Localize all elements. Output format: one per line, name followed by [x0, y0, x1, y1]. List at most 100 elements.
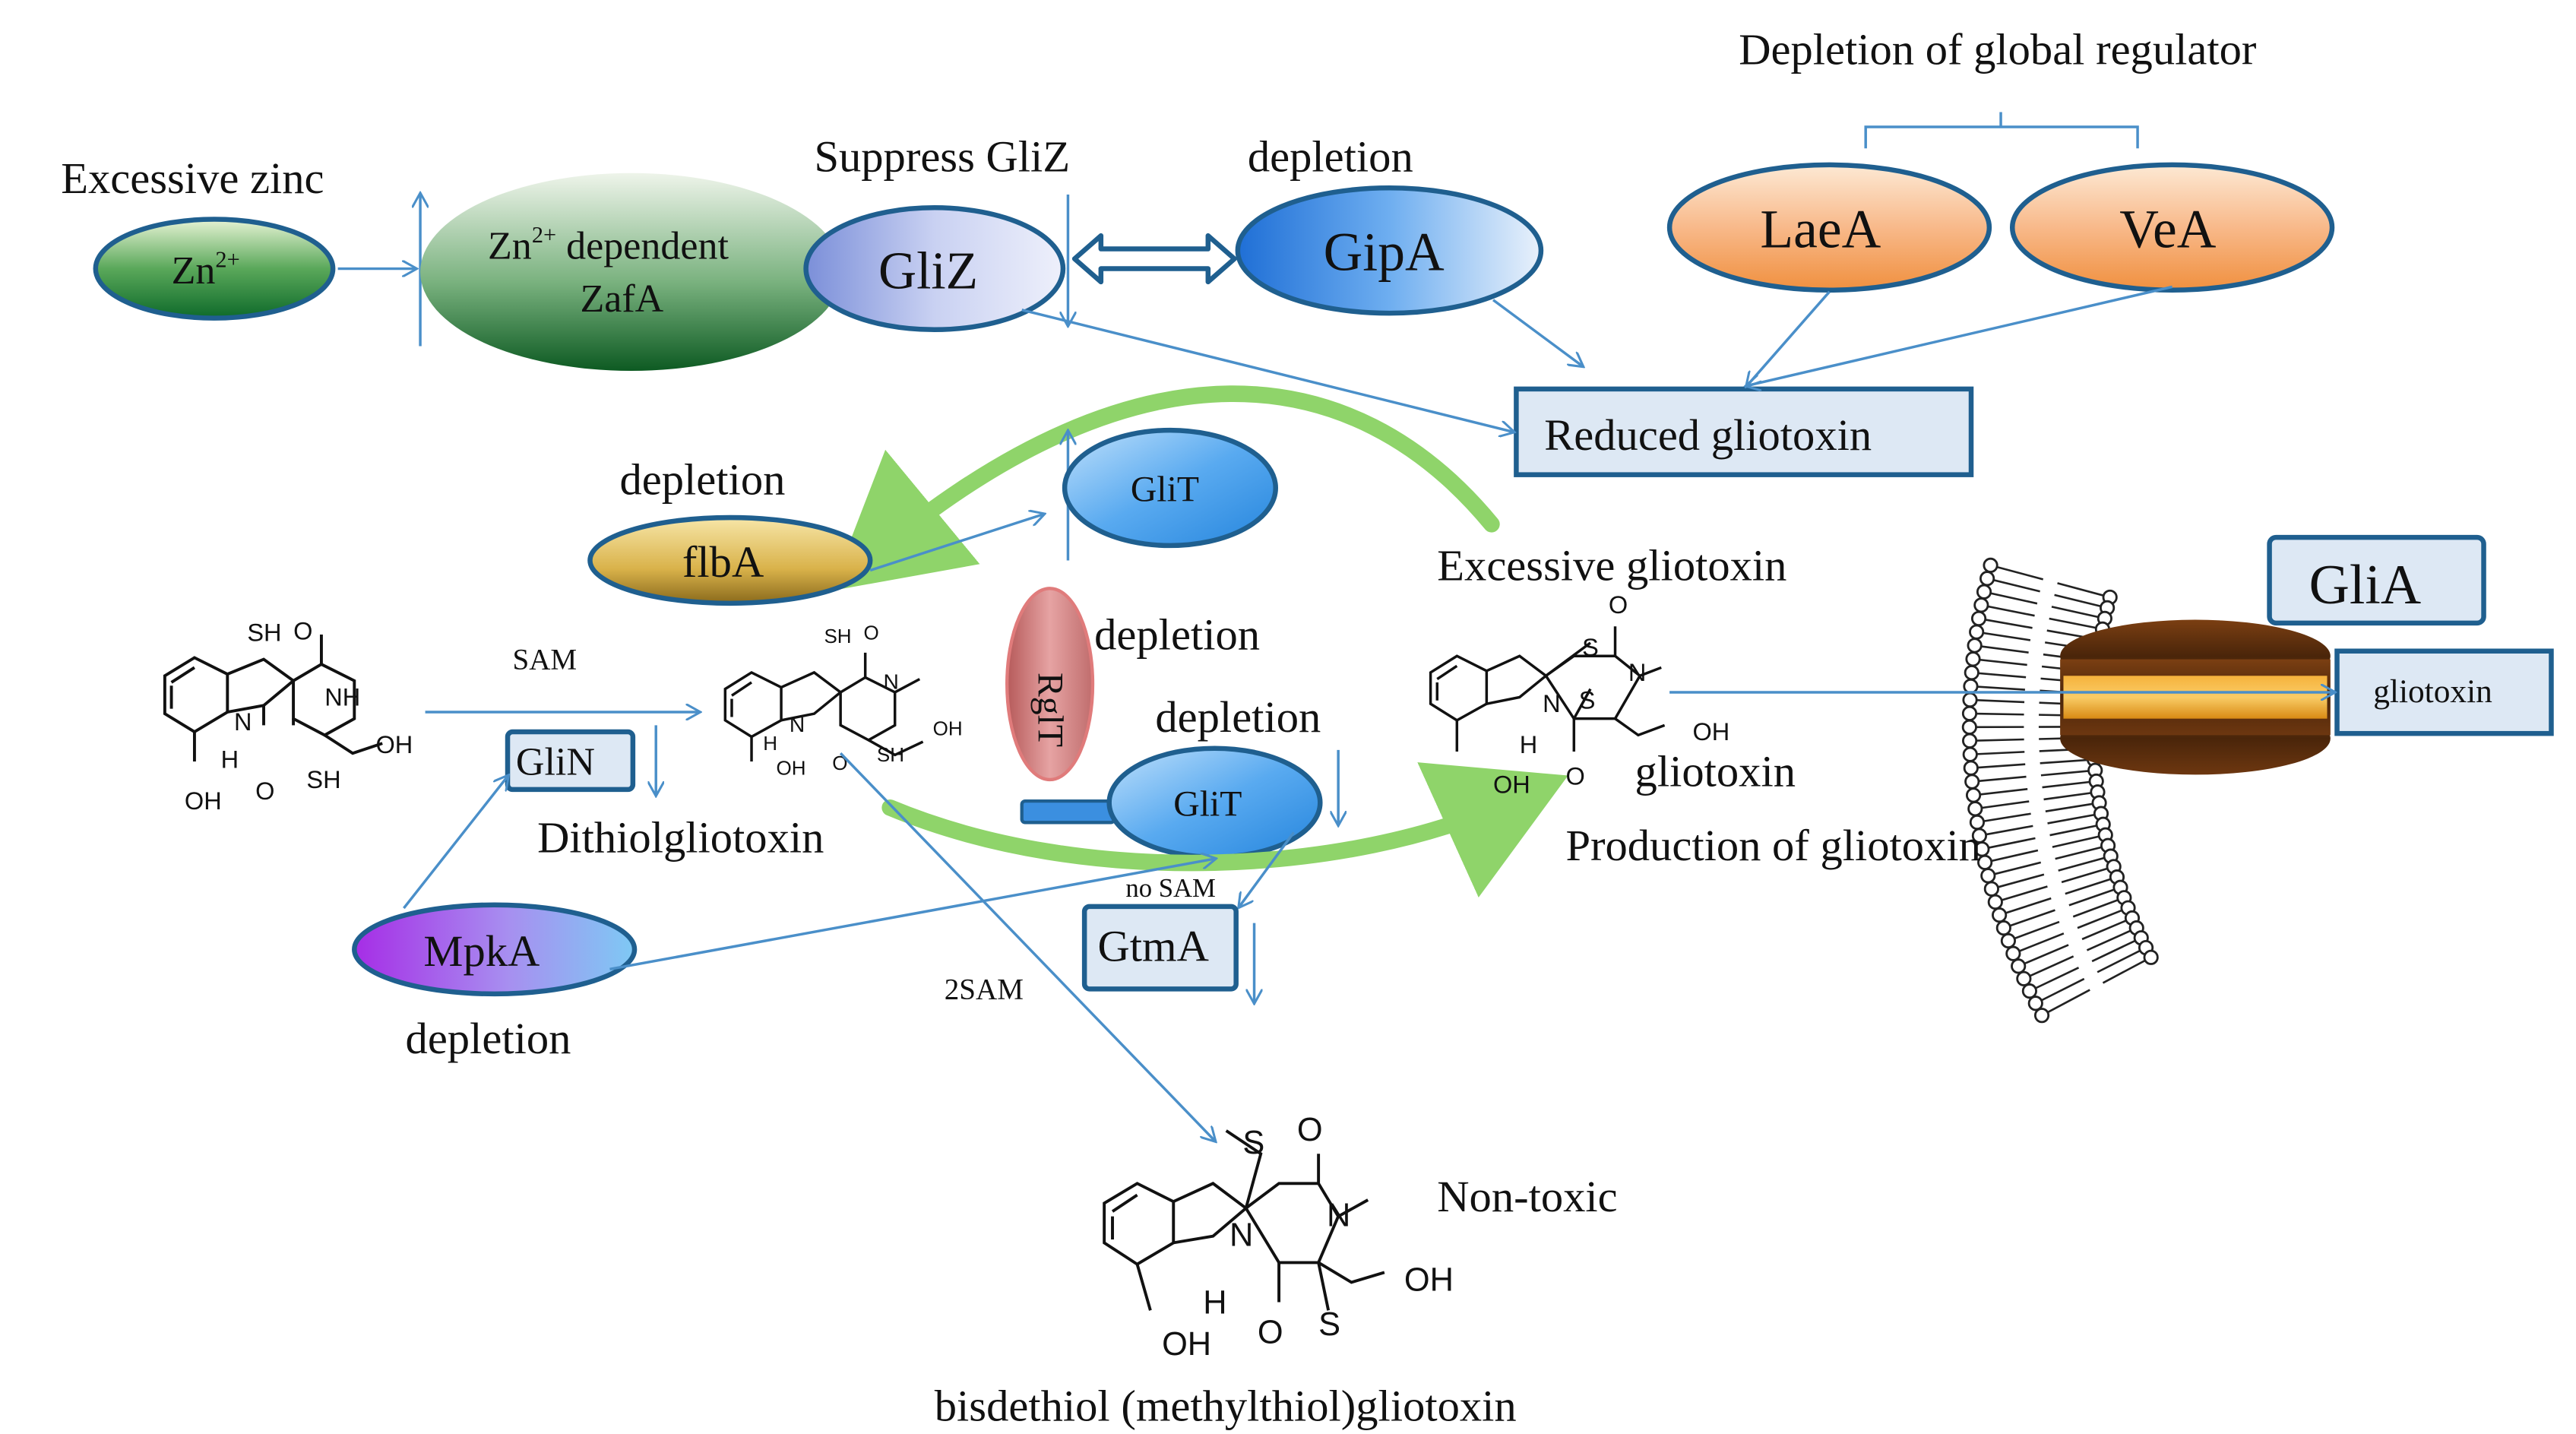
two-sam-label: 2SAM	[945, 973, 1024, 1005]
gliotoxin-molecule	[1429, 626, 1666, 752]
lipid-tail	[2065, 875, 2118, 895]
bisdethiol-n-2: N	[1229, 1217, 1253, 1254]
lipid-tail	[2041, 989, 2090, 1017]
flba-label: flbA	[682, 537, 764, 587]
lipid-tail	[2081, 916, 2133, 941]
depletion-global-regulator-label: Depletion of global regulator	[1739, 25, 2256, 74]
precursor-oh-2: OH	[185, 787, 222, 815]
gliotoxin-n-2: N	[1543, 690, 1560, 717]
precursor-n: N	[234, 708, 252, 736]
rglt-label: RglT	[1030, 673, 1070, 747]
lipid-head	[1962, 733, 1978, 749]
precursor-oh-1: OH	[376, 731, 413, 758]
reduced-gliotoxin-box	[1514, 386, 1974, 477]
lipid-head	[1995, 920, 2011, 936]
lipid-head	[1967, 638, 1983, 654]
reduced-gliotoxin-label: Reduced gliotoxin	[1544, 410, 1872, 460]
lipid-head	[2016, 970, 2032, 986]
lipid-tail	[2054, 594, 2108, 609]
depletion-glit-label: depletion	[1155, 692, 1321, 742]
dithiol-to-nontoxic-arrow	[839, 752, 1214, 1141]
lipid-tail	[2043, 790, 2098, 801]
gliotoxin-export-label: gliotoxin	[2373, 673, 2492, 710]
glit-top-label: GliT	[1131, 469, 1199, 509]
lipid-head	[1983, 881, 1999, 897]
glia-box	[2267, 534, 2486, 626]
sam-label: SAM	[513, 644, 578, 676]
lipid-tail	[1984, 849, 2039, 864]
mpka-to-glin-arrow	[403, 777, 508, 910]
glin-label: GliN	[516, 740, 595, 783]
gipa-node	[1235, 185, 1544, 316]
dithiol-oh-2: OH	[777, 756, 806, 779]
dithiol-h: H	[763, 732, 777, 755]
bisdethiol-o-2: O	[1258, 1315, 1283, 1351]
gipa-label: GipA	[1324, 223, 1445, 283]
lipid-tail	[1974, 644, 2029, 654]
lipid-head	[1964, 774, 1980, 790]
lipid-tail	[1990, 564, 2044, 581]
lipid-head	[1980, 868, 1996, 884]
precursor-o-2: O	[255, 777, 274, 805]
precursor-h: H	[221, 746, 239, 774]
bisdethiol-molecule	[1103, 1129, 1385, 1311]
lipid-head	[1964, 665, 1979, 681]
lipid-head	[1973, 597, 1989, 613]
lipid-head	[2021, 983, 2037, 999]
suppress-gliz-label: Suppress GliZ	[814, 132, 1070, 182]
gliotoxin-s-2: S	[1579, 687, 1596, 714]
gliotoxin-o-2: O	[1565, 762, 1584, 790]
mpka-label: MpkA	[423, 926, 540, 976]
lipid-tail	[1982, 837, 2036, 850]
laea-node	[1666, 162, 1992, 293]
zafa-label-line2: ZafA	[580, 277, 663, 321]
mpka-to-glit-arrow	[609, 859, 1214, 971]
rglt-node	[1005, 587, 1095, 782]
lipid-head	[1961, 705, 1978, 721]
lipid-tail	[2077, 907, 2129, 929]
lipid-head	[1961, 719, 1977, 735]
precursor-sh-2: SH	[306, 766, 340, 793]
lipid-tail	[2049, 617, 2103, 631]
lipid-tail	[1995, 885, 2048, 904]
gliotoxin-oh-1: OH	[1692, 718, 1729, 745]
lipid-tail	[2035, 977, 2085, 1005]
laea-label: LaeA	[1760, 199, 1881, 259]
lipid-tail	[2051, 606, 2106, 620]
lipid-tail	[2058, 855, 2112, 872]
glit-connector	[1020, 799, 1116, 825]
bisdethiol-o-1: O	[1297, 1112, 1323, 1148]
lipid-tail	[1970, 738, 2024, 742]
gtma-label: GtmA	[1097, 921, 1208, 970]
lipid-head	[2005, 945, 2021, 961]
gliotoxin-n-1: N	[1628, 659, 1646, 686]
lipid-tail	[2057, 582, 2111, 599]
lipid-tail	[2052, 834, 2106, 848]
precursor-molecule	[163, 635, 383, 762]
vea-to-reduced-arrow	[1747, 285, 2173, 385]
lipid-tail	[1991, 873, 2045, 890]
lipid-tail	[2008, 920, 2060, 942]
lipid-tail	[1976, 631, 2031, 641]
lipid-tail	[2049, 823, 2103, 837]
dithiolgliotoxin-molecule	[723, 652, 924, 762]
lipid-tail	[1970, 685, 2025, 691]
depletion-mpka-label: depletion	[406, 1014, 571, 1063]
dithiol-o-2: O	[832, 752, 847, 774]
gliotoxin-o-1: O	[1609, 591, 1628, 619]
precursor-sh-1: SH	[247, 619, 281, 647]
depletion-gipa-label: depletion	[1248, 132, 1413, 182]
zafa-node	[420, 173, 843, 372]
excessive-zinc-label: Excessive zinc	[61, 154, 324, 203]
lipid-tail	[1978, 617, 2033, 629]
lipid-tail	[1973, 788, 2028, 796]
lipid-tail	[1972, 775, 2027, 783]
lipid-tail	[1987, 861, 2042, 877]
dithiol-sh-2: SH	[877, 743, 904, 766]
lipid-tail	[2040, 769, 2096, 777]
bisdethiol-h: H	[1203, 1285, 1226, 1322]
lipid-head	[2143, 949, 2159, 965]
gtma-box	[1081, 904, 1239, 992]
lipid-tail	[2045, 802, 2100, 812]
lipid-tail	[2047, 812, 2102, 825]
